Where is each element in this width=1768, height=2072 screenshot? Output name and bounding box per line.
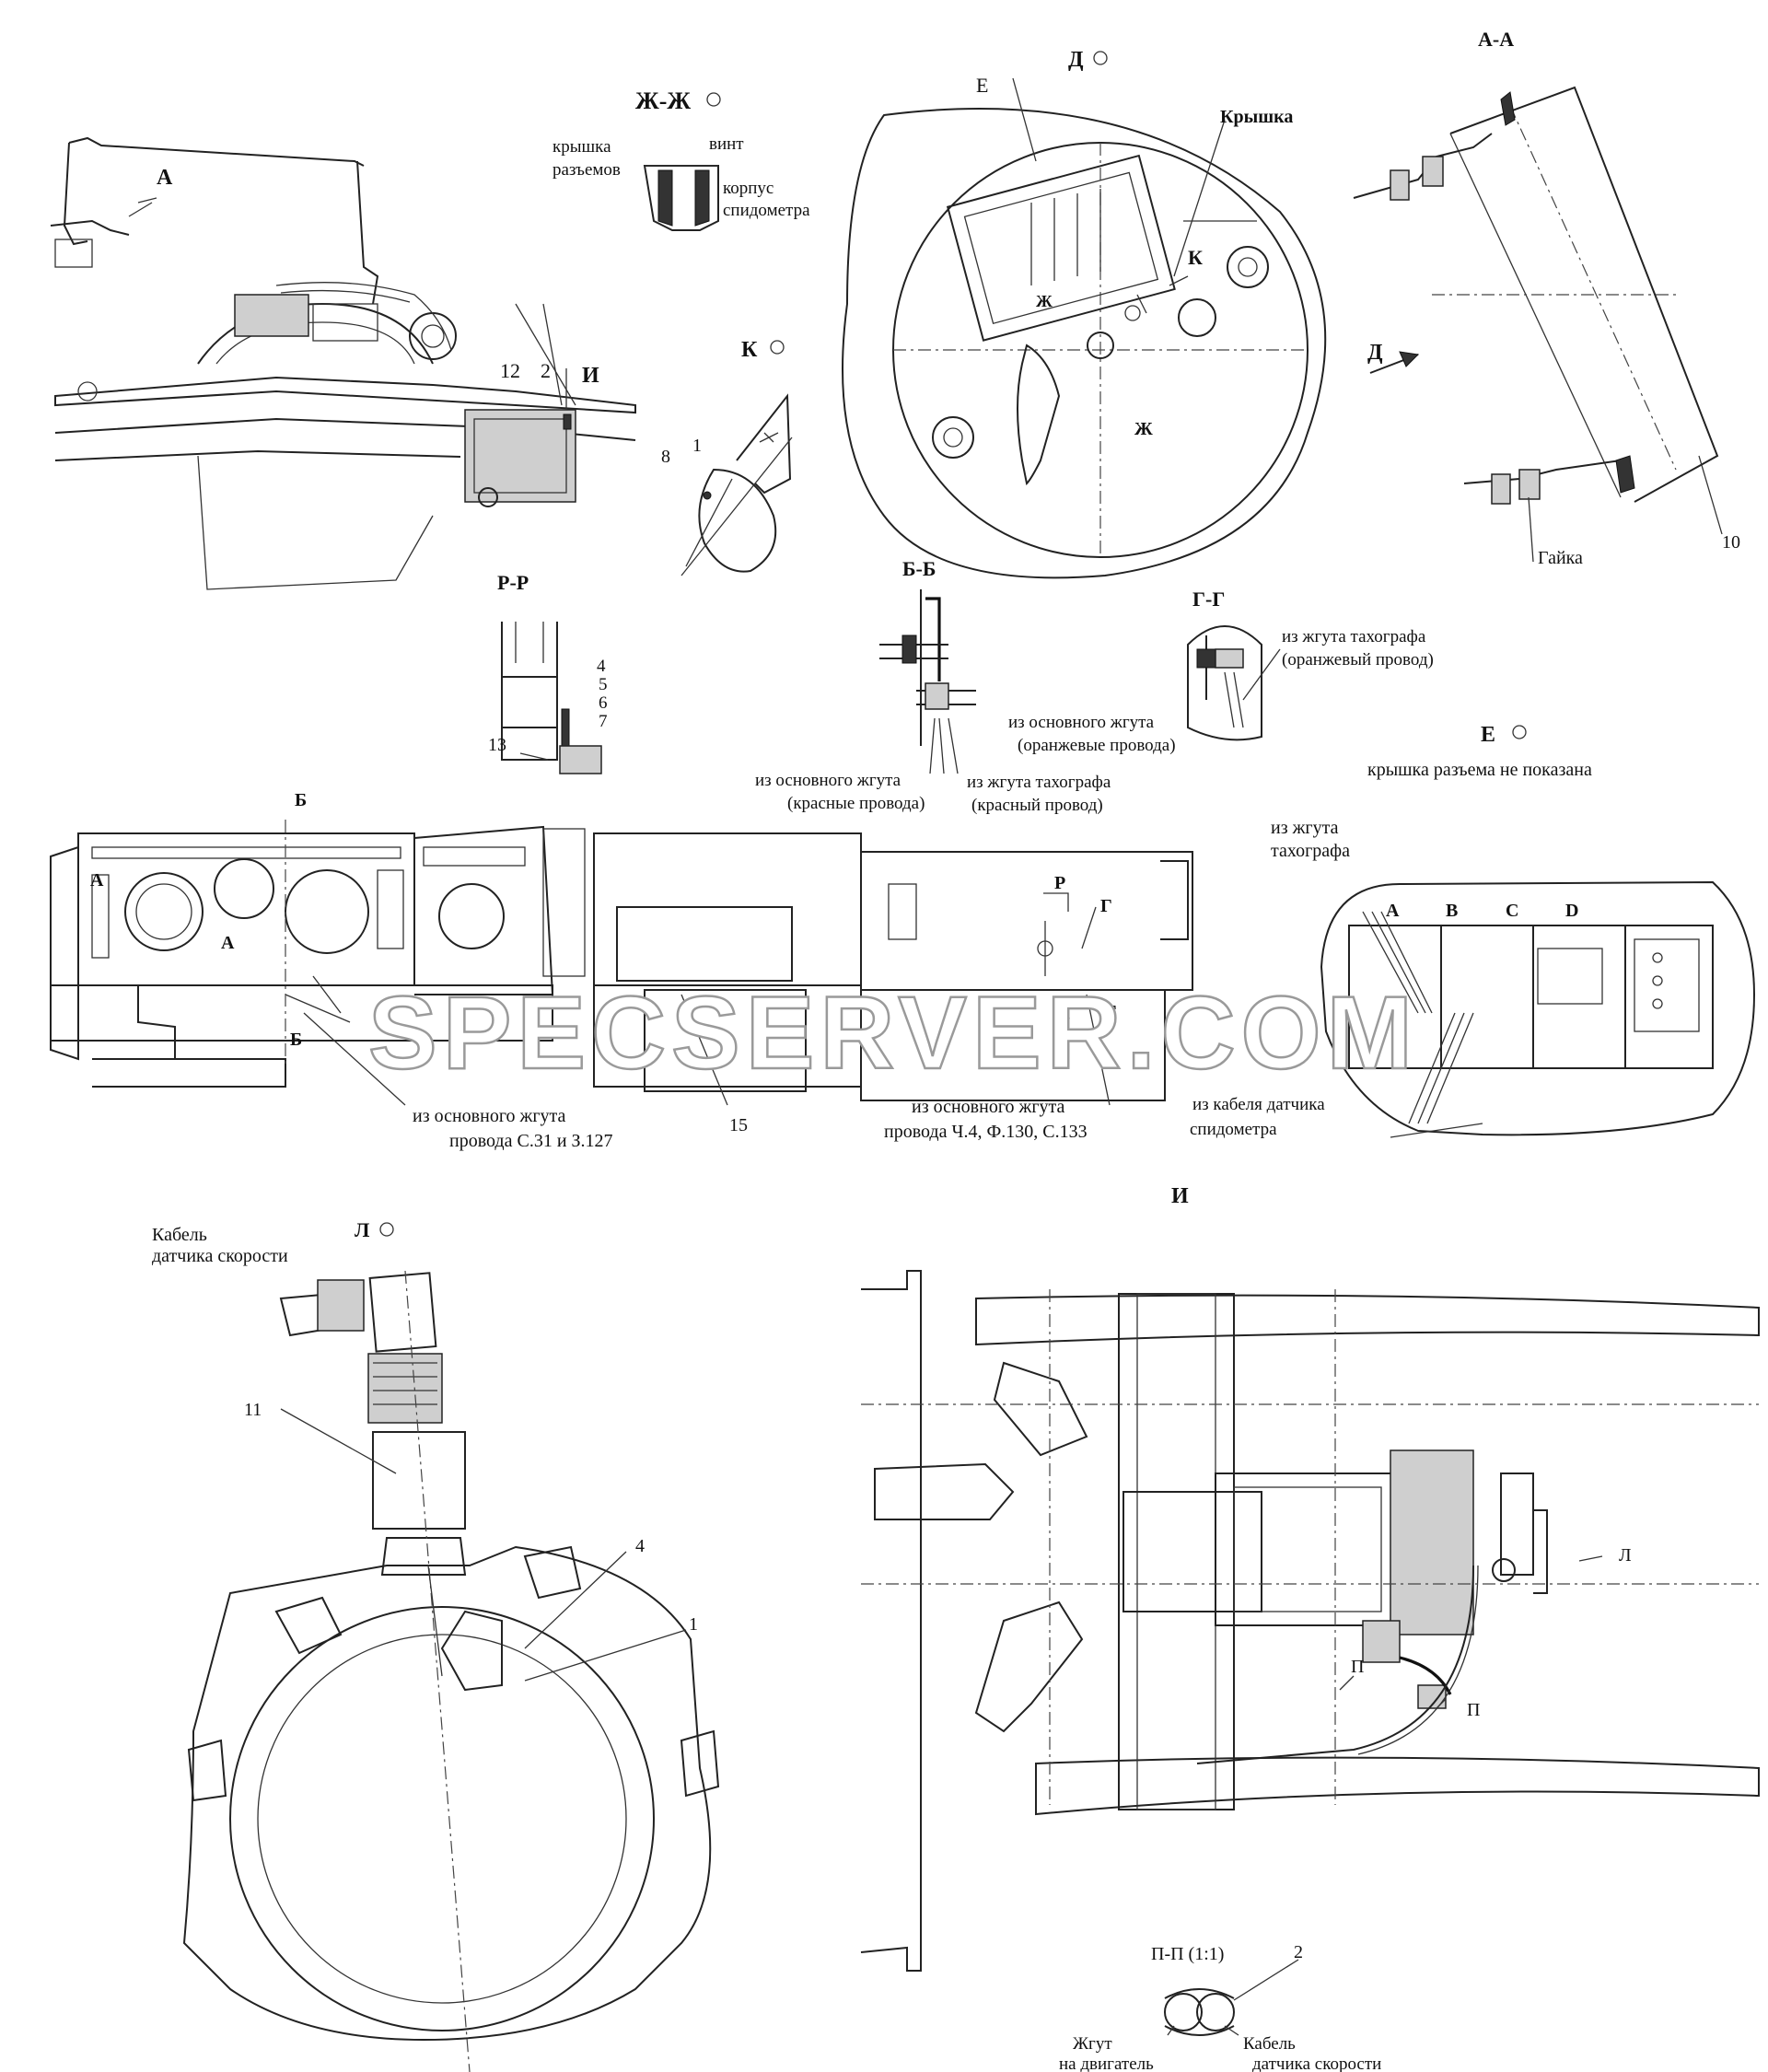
label-e-col-b: B (1446, 901, 1458, 921)
label-gg-main-2: (оранжевые провода) (1018, 736, 1176, 755)
view-p-p (1164, 1959, 1299, 2036)
label-zh-body-2: спидометра (723, 201, 810, 220)
label-panel-main1-1: из основного жгута (413, 1106, 566, 1126)
view-k (680, 340, 793, 576)
label-pp-2: 2 (1294, 1942, 1303, 1962)
title-e: Е (1481, 723, 1495, 747)
view-r-r (501, 622, 602, 774)
label-panel-b1: Б (295, 790, 307, 810)
label-bb-tacho-2: (красный провод) (971, 796, 1103, 815)
label-bb-main-1: из основного жгута (755, 771, 901, 790)
label-l-cable-1: Кабель (152, 1225, 207, 1245)
label-rr-4: 4 (597, 657, 606, 676)
label-i-p2: П (1467, 1700, 1480, 1720)
title-p-p: П-П (1:1) (1151, 1944, 1224, 1964)
label-e-tacho-1: из жгута (1271, 818, 1339, 838)
label-panel-main1-2: провода С.31 и З.127 (449, 1131, 613, 1151)
label-k-1: 1 (692, 436, 702, 456)
watermark: SPECSERVER.COM (368, 975, 1418, 1090)
label-panel-r2: Р (1059, 1011, 1070, 1031)
label-pp-cable-2: датчика скорости (1252, 2055, 1381, 2072)
label-e-cable-1: из кабеля датчика (1192, 1095, 1325, 1114)
label-k-8: 8 (661, 447, 670, 467)
label-panel-g1: Г (1100, 896, 1112, 916)
view-l (182, 1222, 720, 2072)
label-panel-a2: А (221, 933, 235, 953)
view-panel (50, 820, 1193, 1106)
label-aa-nut: Гайка (1538, 548, 1583, 568)
label-e-col-c: C (1506, 901, 1518, 921)
label-panel-main2-1: из основного жгута (912, 1097, 1065, 1117)
label-l-11: 11 (244, 1400, 262, 1420)
label-pp-cable-1: Кабель (1243, 2034, 1296, 2054)
view-zh-zh (643, 92, 721, 231)
label-l-cable-2: датчика скорости (152, 1246, 288, 1266)
title-zh-zh: Ж-Ж (635, 87, 691, 114)
label-l-4: 4 (635, 1536, 645, 1556)
title-b-b: Б-Б (902, 557, 936, 580)
title-i: И (1171, 1184, 1189, 1208)
label-panel-a1: А (90, 870, 104, 890)
label-d-zh-1: Ж (1036, 292, 1053, 310)
view-a-a (1353, 86, 1723, 563)
label-2-top: 2 (541, 359, 551, 382)
label-zh-screw: винт (709, 134, 744, 154)
label-panel-r1: Р (1054, 873, 1065, 893)
label-i-p1: П (1351, 1657, 1364, 1677)
label-e-col-d: D (1565, 901, 1578, 921)
label-panel-g2: Г (1105, 1002, 1117, 1022)
label-e-cable-2: спидометра (1190, 1120, 1277, 1139)
label-panel-15: 15 (729, 1115, 748, 1135)
title-k: К (741, 338, 758, 362)
label-rr-13: 13 (488, 735, 506, 755)
view-d (842, 51, 1327, 579)
view-e-connector (1320, 880, 1756, 1138)
label-bb-tacho-1: из жгута тахографа (967, 773, 1111, 792)
label-e-note: крышка разъема не показана (1367, 760, 1592, 780)
view-g-g (1187, 625, 1281, 741)
label-l-1: 1 (689, 1614, 698, 1635)
label-d-k: К (1188, 246, 1203, 269)
label-e-tacho-2: тахографа (1271, 841, 1350, 861)
label-d-cover: Крышка (1220, 107, 1293, 127)
label-d-e: Е (976, 74, 988, 97)
label-12: 12 (500, 359, 520, 382)
view-i (860, 1270, 1760, 1972)
label-pp-engine-2: на двигатель (1059, 2055, 1154, 2072)
view-b-b (879, 589, 976, 774)
label-rr-5: 5 (599, 675, 608, 694)
label-d-zh-2: Ж (1134, 419, 1153, 439)
title-g-g: Г-Г (1192, 588, 1225, 611)
title-d: Д (1068, 48, 1084, 72)
label-aa-10: 10 (1722, 532, 1740, 553)
label-i-l: Л (1619, 1545, 1632, 1566)
label-zh-cover-2: разъемов (552, 160, 621, 180)
label-gg-main-1: из основного жгута (1008, 713, 1155, 732)
label-gg-tacho-2: (оранжевый провод) (1282, 650, 1434, 669)
title-l: Л (355, 1218, 370, 1241)
label-zh-cover-1: крышка (552, 137, 611, 157)
label-e-col-a: A (1386, 901, 1400, 921)
label-panel-b2: Б (290, 1030, 302, 1050)
label-aa-d: Д (1367, 341, 1383, 365)
title-a-a: А-А (1478, 28, 1514, 51)
view-left-top (50, 136, 636, 590)
label-rr-7: 7 (599, 712, 608, 731)
label-a-top: А (157, 166, 173, 190)
title-r-r: Р-Р (497, 571, 529, 594)
label-bb-main-2: (красные провода) (787, 794, 925, 813)
label-pp-engine-1: Жгут (1073, 2034, 1112, 2054)
label-rr-6: 6 (599, 693, 608, 713)
label-zh-body-1: корпус (723, 179, 774, 198)
label-gg-tacho-1: из жгута тахографа (1282, 627, 1426, 646)
label-i-top: И (582, 364, 599, 388)
label-panel-main2-2: провода Ч.4, Ф.130, С.133 (884, 1122, 1088, 1142)
